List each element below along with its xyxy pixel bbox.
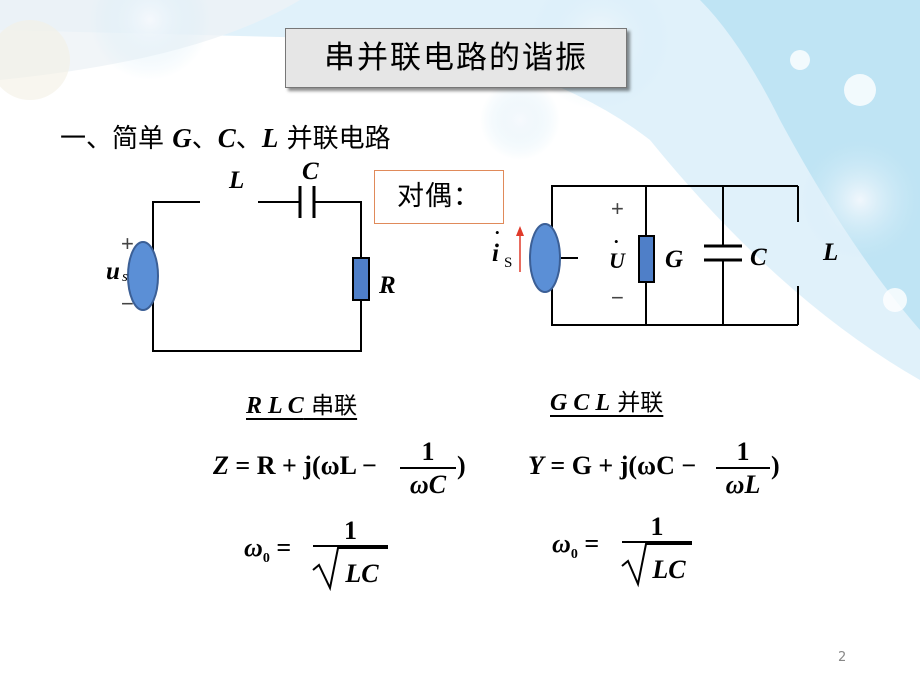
omega0-rlc-symbol: ω [244,533,263,562]
series-plus-sign: + [121,231,134,256]
admittance-formula: Y = G + j(ωC − [528,453,696,479]
omega0-gcl-bar [622,541,692,543]
impedance-close: ) [457,451,466,480]
slide-title: 串并联电路的谐振 [285,28,627,88]
omega0-gcl-num: 1 [650,512,664,541]
series-wire-bottom [152,282,362,352]
label-u-dot: • [614,234,619,249]
rlc-heading: R L C 串联 [246,386,357,420]
admittance-close: ) [771,451,780,480]
current-source-is [529,223,561,293]
impedance-frac-den: ωC [409,470,447,499]
omega0-gcl-eq: = [577,529,600,558]
label-c-parallel: C [750,244,767,271]
omega0-gcl-sub: 0 [570,547,578,563]
label-us: u [106,258,120,285]
heading-c: C [217,123,236,153]
omega0-gcl-den: LC [652,555,686,584]
sqrt-sign-left [312,547,388,592]
label-r-series: R [379,272,396,299]
conductance-g [638,235,655,283]
voltage-source-us [127,241,159,311]
heading-prefix: 一、简单 [60,124,173,154]
admittance-lhs: Y [528,451,544,480]
omega0-rlc-sub: 0 [262,551,270,567]
impedance-mid: = R + j(ωL − [228,451,377,480]
rlc-heading-vars: R L C [246,393,304,419]
impedance-lhs: Z [213,451,229,480]
admittance-frac-num: 1 [736,437,750,466]
parallel-circuit [530,185,799,326]
admittance-frac-bar [716,467,770,469]
section-heading: 一、简单 G、C、L 并联电路 [60,118,391,155]
impedance-formula: Z = R + j(ωL − [213,453,377,479]
label-u: U [609,248,625,273]
resistor-r [352,257,370,301]
series-minus-sign: − [121,291,134,316]
series-wire-right [314,201,362,258]
parallel-wire-outer [551,185,798,230]
impedance-frac-num: 1 [421,437,435,466]
omega0-rlc-bar [313,545,388,547]
sqrt-sign-right [621,543,692,588]
label-is: i [492,240,499,267]
heading-suffix: 并联电路 [278,124,391,154]
page-number: 2 [838,650,847,665]
label-is-sub: S [504,255,513,271]
label-l-parallel: L [823,239,839,266]
parallel-minus-sign: − [611,285,624,310]
heading-sep-1: 、 [191,124,218,154]
current-arrow-head [516,226,524,236]
omega0-gcl: ω0 = [552,531,599,562]
impedance-frac-bar [400,467,456,469]
label-c-series: C [302,158,319,185]
gcl-heading-text: 并联 [610,390,664,416]
admittance-frac-den: ωL [725,470,761,499]
omega0-rlc-eq: = [269,533,292,562]
heading-g: G [172,123,192,153]
parallel-plus-sign: + [611,196,624,221]
series-circuit [152,186,362,352]
label-is-dot: • [495,225,500,240]
omega0-rlc-den: LC [345,559,379,588]
label-us-sub: s [122,269,128,285]
gcl-heading-vars: G C L [550,390,610,416]
label-g-parallel: G [665,246,684,273]
series-wire-top-left [152,201,200,270]
admittance-mid: = G + j(ωC − [543,451,697,480]
dual-label: 对偶： [374,170,504,224]
omega0-gcl-symbol: ω [552,529,571,558]
gcl-heading: G C L 并联 [550,383,663,417]
label-l-series: L [229,167,245,194]
rlc-heading-text: 串联 [303,393,358,419]
heading-sep-2: 、 [235,124,262,154]
heading-l: L [261,123,279,153]
omega0-rlc-num: 1 [344,516,357,545]
omega0-rlc: ω0 = [244,535,291,566]
